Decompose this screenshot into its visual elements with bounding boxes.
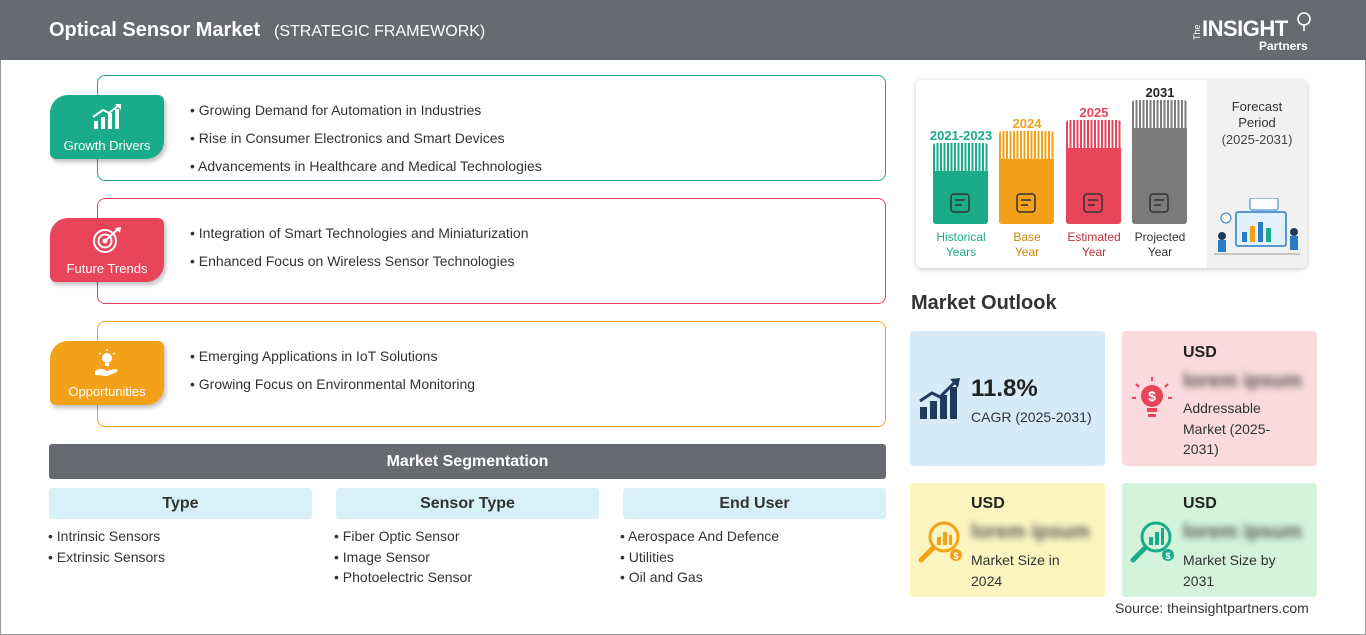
list-item: Integration of Smart Technologies and Mi…: [190, 219, 529, 247]
market-outlook-title: Market Outlook: [911, 292, 1057, 314]
addressable-label-line2: Market (2025-: [1183, 420, 1271, 437]
forecast-title-line1: Forecast: [1231, 99, 1283, 114]
svg-text:$: $: [1148, 388, 1156, 404]
segment-list-sensor-type: Fiber Optic Sensor Image Sensor Photoele…: [334, 526, 472, 588]
opportunities-card: Emerging Applications in IoT Solutions G…: [97, 321, 886, 427]
list-item: Advancements in Healthcare and Medical T…: [190, 152, 542, 180]
forecast-period-panel: Forecast Period (2025-2031): [1207, 80, 1307, 268]
size-2024-value: lorem ipsum: [971, 521, 1090, 543]
growth-drivers-badge: Growth Drivers: [50, 95, 164, 159]
future-trends-card: Integration of Smart Technologies and Mi…: [97, 198, 886, 304]
market-size-2031-tile: [1122, 483, 1317, 597]
svg-text:$: $: [1165, 551, 1170, 561]
list-item: Photoelectric Sensor: [334, 567, 472, 588]
magnifier-chart-icon: $: [918, 521, 962, 563]
future-trends-label: Future Trends: [66, 261, 148, 276]
addressable-currency: USD: [1183, 344, 1217, 361]
size-2031-label: Market Size by 2031: [1183, 550, 1276, 591]
timeline-year: 2024: [1012, 116, 1042, 131]
addressable-label: Addressable Market (2025- 2031): [1183, 398, 1270, 460]
page-subtitle: (STRATEGIC FRAMEWORK): [274, 23, 486, 40]
list-item: Enhanced Focus on Wireless Sensor Techno…: [190, 247, 529, 275]
lightbulb-hand-icon: [95, 349, 118, 376]
market-segmentation-bar: Market Segmentation: [49, 444, 886, 479]
opportunities-list: Emerging Applications in IoT Solutions G…: [190, 342, 475, 398]
market-size-2024-tile: [910, 483, 1105, 597]
list-item: Image Sensor: [334, 547, 472, 568]
segment-list-type: Intrinsic Sensors Extrinsic Sensors: [48, 526, 165, 567]
growth-chart-icon: [92, 104, 121, 129]
logo-insight: INSIGHT: [1202, 16, 1288, 41]
forecast-range: (2025-2031): [1221, 132, 1293, 147]
header-bar: Optical Sensor Market (STRATEGIC FRAMEWO…: [0, 0, 1366, 60]
list-item: Intrinsic Sensors: [48, 526, 165, 547]
growth-drivers-list: Growing Demand for Automation in Industr…: [190, 96, 542, 180]
addressable-label-line1: Addressable: [1183, 400, 1261, 416]
source-credit: Source: theinsightpartners.com: [1115, 600, 1309, 616]
opportunities-badge: Opportunities: [50, 341, 164, 405]
timeline-year: 2021-2023: [929, 128, 993, 143]
size-2024-label-line1: Market Size in: [971, 552, 1060, 568]
size-2031-value: lorem ipsum: [1183, 521, 1302, 543]
magnifier-growth-icon: $: [1130, 521, 1174, 563]
timeline-year: 2025: [1079, 105, 1109, 120]
logo-the: The: [1192, 24, 1202, 40]
timeline-bar: [999, 131, 1054, 224]
segment-heading-sensor-type: Sensor Type: [336, 488, 599, 519]
growth-drivers-card: Growing Demand for Automation in Industr…: [97, 75, 886, 181]
size-2031-label-line2: 2031: [1183, 572, 1215, 589]
list-item: Rise in Consumer Electronics and Smart D…: [190, 124, 542, 152]
list-item: Growing Demand for Automation in Industr…: [190, 96, 542, 124]
page-title: Optical Sensor Market: [49, 19, 261, 41]
presentation-icon: [1149, 193, 1169, 213]
logo-bulb-icon: [1297, 12, 1311, 31]
analytics-illustration-icon: [1214, 198, 1300, 255]
growth-drivers-label: Growth Drivers: [63, 138, 151, 153]
logo-partners: Partners: [1259, 39, 1308, 53]
future-trends-list: Integration of Smart Technologies and Mi…: [190, 219, 529, 275]
segment-heading-end-user: End User: [623, 488, 886, 519]
insight-partners-logo: The INSIGHT Partners: [1192, 10, 1312, 54]
list-item: Aerospace And Defence: [620, 526, 779, 547]
growth-bars-icon: [919, 378, 960, 419]
segment-heading-type: Type: [49, 488, 312, 519]
history-icon: [950, 193, 970, 213]
timeline-bar: [1066, 120, 1121, 224]
size-2024-currency: USD: [971, 495, 1005, 512]
timeline-bar: [1132, 100, 1187, 224]
opportunities-label: Opportunities: [68, 384, 146, 399]
future-trends-badge: Future Trends: [50, 218, 164, 282]
forecast-title-line2: Period: [1238, 115, 1276, 130]
list-item: Growing Focus on Environmental Monitorin…: [190, 370, 475, 398]
addressable-value: lorem ipsum: [1183, 370, 1302, 392]
size-2031-currency: USD: [1183, 495, 1217, 512]
forecast-title: Forecast Period: [1207, 99, 1307, 131]
cagr-value: 11.8%: [971, 375, 1038, 402]
addressable-label-line3: 2031): [1183, 441, 1219, 457]
svg-text:$: $: [953, 551, 958, 561]
list-item: Emerging Applications in IoT Solutions: [190, 342, 475, 370]
list-item: Oil and Gas: [620, 567, 779, 588]
size-2031-label-line1: Market Size by: [1183, 552, 1276, 568]
list-item: Utilities: [620, 547, 779, 568]
size-2024-label-line2: 2024: [971, 572, 1003, 589]
dollar-bulb-icon: $: [1132, 377, 1172, 417]
size-2024-label: Market Size in 2024: [971, 550, 1060, 591]
timeline-bar: [933, 143, 988, 224]
timeline-year: 2031: [1145, 85, 1175, 100]
cagr-label: CAGR (2025-2031): [971, 409, 1092, 425]
gears-icon: [1083, 193, 1103, 213]
segment-list-end-user: Aerospace And Defence Utilities Oil and …: [620, 526, 779, 588]
list-item: Fiber Optic Sensor: [334, 526, 472, 547]
target-icon: [93, 227, 121, 253]
list-item: Extrinsic Sensors: [48, 547, 165, 568]
calendar-icon: [1016, 193, 1036, 213]
